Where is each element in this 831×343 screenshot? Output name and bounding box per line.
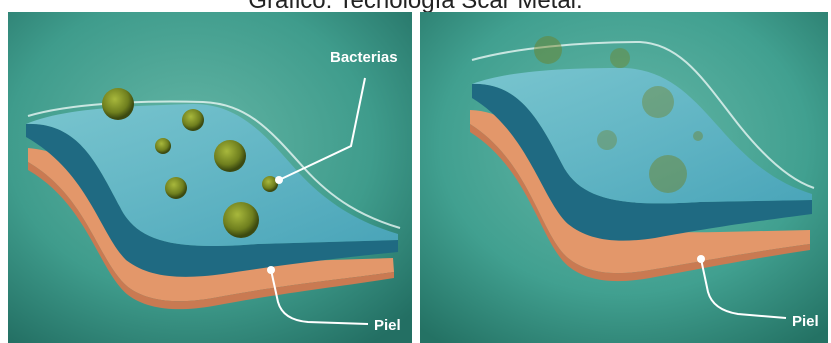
right-illustration: Piel	[420, 12, 828, 343]
bacterium-fragment	[597, 130, 617, 150]
bacterium-fragment	[610, 48, 630, 68]
right-illustration-panel: Piel	[420, 12, 828, 343]
skin-label-right: Piel	[792, 313, 819, 330]
bacterium	[223, 202, 259, 238]
bacteria-label: Bacterias	[330, 49, 398, 66]
left-illustration: Bacterias Piel	[8, 12, 412, 343]
bacterium	[165, 177, 187, 199]
bacterium	[182, 109, 204, 131]
bacterium-fragment	[649, 155, 687, 193]
bacterium-fragment	[642, 86, 674, 118]
bacterium-fragment	[693, 131, 703, 141]
skin-label-left: Piel	[374, 317, 401, 334]
bacterium	[102, 88, 134, 120]
left-illustration-panel: Bacterias Piel	[8, 12, 412, 343]
bacterium	[214, 140, 246, 172]
bacterium	[155, 138, 171, 154]
bacterium-fragment	[534, 36, 562, 64]
